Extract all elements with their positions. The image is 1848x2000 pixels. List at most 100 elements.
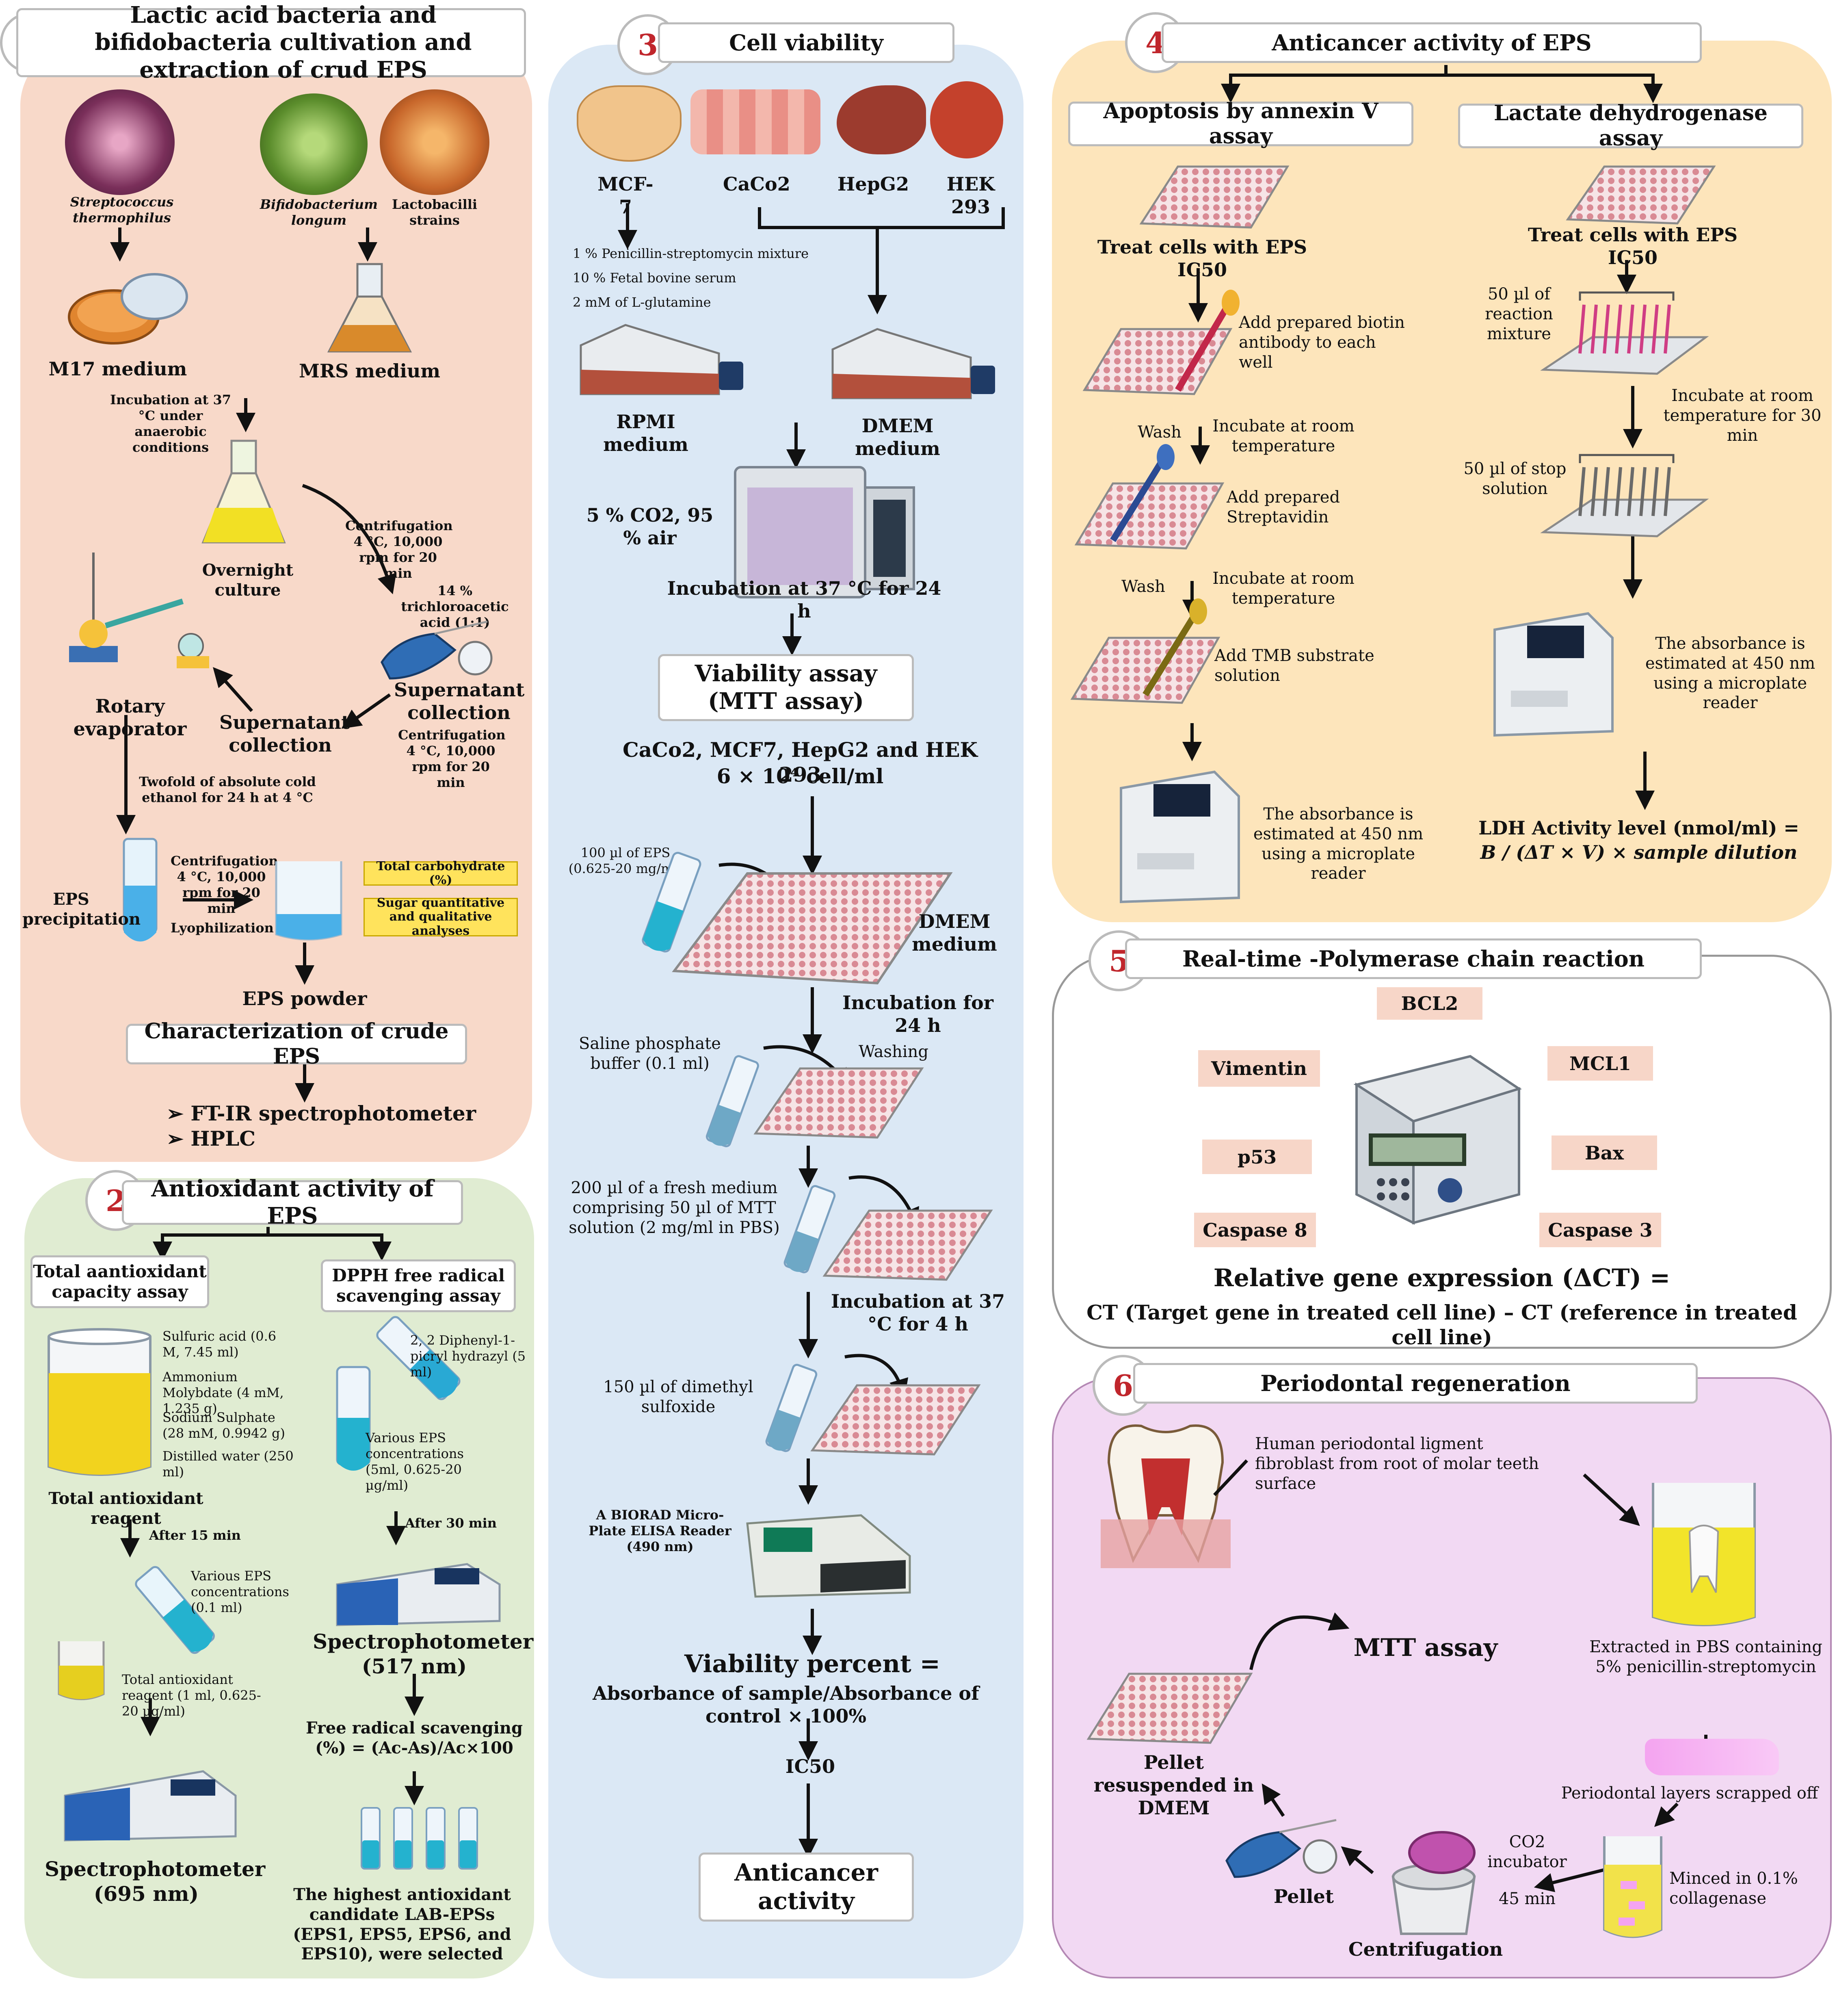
cell-lines-text: CaCo2, MCF7, HepG2 and HEK 293	[622, 738, 978, 787]
spectrophotometer-695-icon	[64, 1770, 237, 1842]
incubate-30min-text: Incubate at room temperature for 30 min	[1663, 386, 1822, 445]
microplate-large-icon	[672, 872, 953, 985]
streptavidin-plate-icon	[1074, 482, 1225, 550]
distilled-water-text: Distilled water (250 ml)	[162, 1448, 294, 1480]
supernatant-collection-2-label: Supernatant collection	[219, 711, 350, 756]
eps-precipitation-tube-icon	[123, 838, 158, 942]
viability-assay-box: Viability assay (MTT assay)	[658, 654, 914, 721]
mtt-assay-label: MTT assay	[1353, 1634, 1498, 1662]
penicillin-text: 1 % Penicillin-streptomycin mixture	[573, 246, 809, 261]
co2-air-text: 5 % CO2, 95 % air	[586, 504, 714, 549]
petri-dish-icon	[68, 273, 188, 345]
fresh-medium-text: 200 µl of a fresh medium comprising 50 µ…	[569, 1179, 780, 1237]
incubation-4h-label: Incubation at 37 °C for 4 h	[831, 1290, 1005, 1335]
centrifugation-label: Centrifugation	[1348, 1938, 1503, 1960]
hek293-label: HEK 293	[946, 173, 995, 218]
section-5-title: Real-time -Polymerase chain reaction	[1125, 938, 1702, 979]
minced-collagenase-text: Minced in 0.1% collagenase	[1669, 1869, 1798, 1908]
eps-beaker-icon	[275, 861, 342, 940]
kidney-organ-icon	[930, 81, 1003, 158]
sulfuric-acid-text: Sulfuric acid (0.6 M, 7.45 ml)	[162, 1328, 277, 1360]
lactobacilli-image	[380, 89, 489, 195]
pellet-label: Pellet	[1273, 1885, 1334, 1907]
hplf-text: Human periodontal ligment fibroblast fro…	[1255, 1434, 1539, 1493]
streptococcus-label: Streptococcus thermophilus	[70, 194, 174, 226]
spectrophotometer-695-label: Spectrophotometer (695 nm)	[45, 1857, 266, 1906]
lyophilization-text: Lyophilization	[171, 920, 274, 936]
gene-vimentin: Vimentin	[1198, 1050, 1320, 1087]
dpph-assay-box: DPPH free radical scavenging assay	[321, 1259, 516, 1312]
fbs-text: 10 % Fetal bovine serum	[573, 270, 736, 286]
caco2-label: CaCo2	[723, 173, 790, 195]
wash-1-text: Wash	[1138, 423, 1182, 442]
rpmi-flask-icon	[580, 324, 743, 395]
microplate-mtt-icon	[822, 1209, 993, 1281]
section-6-title: Periodontal regeneration	[1133, 1363, 1698, 1404]
free-radical-formula: Free radical scavenging (%) = (Ac-As)/Ac…	[306, 1718, 523, 1757]
streptococcus-image	[65, 89, 175, 195]
various-eps-2-text: Various EPS concentrations (5ml, 0.625-2…	[366, 1430, 464, 1493]
centrifugation-3-text: Centrifugation 4 °C, 10,000 rpm for 20 m…	[171, 853, 278, 917]
rotary-evaporator-label: Rotary evaporator	[73, 695, 187, 740]
tac-assay-box: Total aantioxidant capacity assay	[30, 1255, 209, 1308]
liver-organ-icon	[837, 85, 926, 154]
section-3-title: Cell viability	[658, 22, 954, 63]
centrifugation-1-text: Centrifugation 4 °C, 10,000 rpm for 20 m…	[345, 518, 453, 581]
eps-powder-label: EPS powder	[242, 988, 367, 1010]
treat-cells-2-label: Treat cells with EPS IC50	[1528, 224, 1738, 269]
mrs-medium-label: MRS medium	[299, 360, 441, 382]
apoptosis-box: Apoptosis by annexin V assay	[1068, 99, 1413, 149]
incubation-anaerobic-text: Incubation at 37 °C under anaerobic cond…	[110, 392, 231, 455]
cell-density-text: 6 × 10⁴ cell/ml	[716, 764, 884, 788]
selected-tubes-icon	[361, 1807, 478, 1870]
microplate-reader-1-icon	[1120, 770, 1240, 904]
ldh-formula-1: LDH Activity level (nmol/ml) =	[1478, 817, 1799, 839]
tmb-dropper-icon	[1143, 598, 1207, 697]
multichannel-pipette-1-icon	[1540, 291, 1709, 375]
dpph-tube-icon	[376, 1316, 461, 1400]
molar-tooth-icon	[1101, 1424, 1231, 1568]
ic50-label: IC50	[785, 1755, 835, 1777]
45-min-text: 45 min	[1498, 1889, 1556, 1908]
glutamine-text: 2 mM of L-glutamine	[573, 295, 711, 310]
relative-expression-label: Relative gene expression (ΔCT) =	[1213, 1264, 1671, 1292]
rpmi-medium-label: RPMI medium	[603, 411, 688, 456]
reagent-beaker-icon	[48, 1328, 151, 1476]
gene-bcl2: BCL2	[1377, 987, 1482, 1020]
absorbance-2-text: The absorbance is estimated at 450 nm us…	[1645, 634, 1816, 713]
dmem-medium-2-label: DMEM medium	[912, 910, 997, 956]
section-2-arrows	[120, 1227, 424, 1805]
centrifuge-icon	[1391, 1831, 1476, 1935]
viability-formula: Absorbance of sample/Absorbance of contr…	[593, 1682, 979, 1727]
sodium-sulphate-text: Sodium Sulphate (28 mM, 0.9942 g)	[162, 1410, 285, 1441]
reaction-mixture-text: 50 µl of reaction mixture	[1485, 285, 1553, 343]
spectrophotometer-517-label: Spectrophotometer (517 nm)	[313, 1629, 534, 1678]
dmso-tube-icon	[765, 1363, 818, 1452]
centrifuge-tube-icon	[381, 620, 493, 680]
section-4-title: Anticancer activity of EPS	[1162, 22, 1702, 63]
apoptosis-plate-icon	[1139, 165, 1290, 229]
eps-100ul-text: 100 µl of EPS (0.625-20 mg/ml)	[568, 845, 683, 877]
elisa-reader-text: A BIORAD Micro-Plate ELISA Reader (490 n…	[589, 1507, 731, 1555]
bifidobacterium-label: Bifidobacterium longum	[260, 197, 378, 228]
pbs-beaker-icon	[1652, 1483, 1756, 1626]
reagent-amount-text: Total antioxidant reagent (1 ml, 0.625-2…	[122, 1672, 261, 1719]
various-eps-1-text: Various EPS concentrations (0.1 ml)	[191, 1568, 289, 1616]
washing-text: Washing	[859, 1042, 928, 1061]
m17-medium-label: M17 medium	[48, 358, 187, 380]
ldh-plate-icon	[1566, 165, 1716, 225]
eps-tube-icon-1	[135, 1566, 215, 1654]
mcf7-label: MCF-7	[597, 173, 654, 218]
multichannel-pipette-2-icon	[1540, 454, 1709, 537]
total-antioxidant-reagent-label: Total antioxidant reagent	[48, 1489, 203, 1528]
eps-tube-icon-3	[642, 852, 701, 953]
gene-mcl1: MCL1	[1547, 1046, 1653, 1081]
bifidobacterium-image	[260, 93, 368, 195]
biotin-dropper-icon	[1175, 290, 1240, 392]
mrs-flask-icon	[327, 263, 412, 353]
saline-tube-icon	[705, 1055, 759, 1147]
overnight-culture-label: Overnight culture	[202, 561, 294, 600]
wash-2-text: Wash	[1121, 577, 1165, 596]
tmb-text: Add TMB substrate solution	[1214, 646, 1374, 685]
eps-precipitation-label: EPS precipitation	[22, 890, 141, 929]
